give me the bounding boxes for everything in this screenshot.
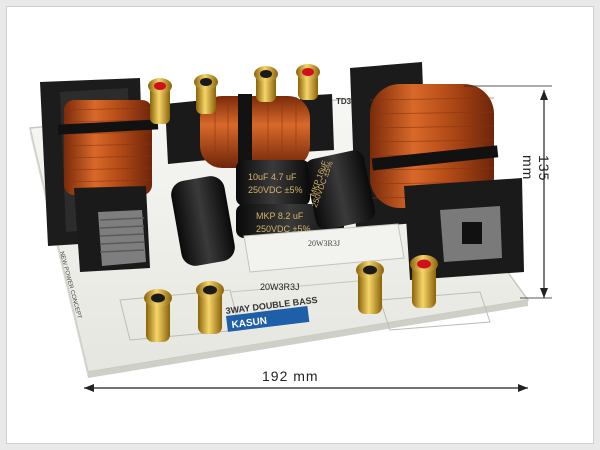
cap-1-line-1: 10uF 4.7 uF — [248, 172, 297, 182]
terminal-top-4 — [296, 64, 320, 100]
capacitor-small — [171, 176, 235, 266]
left-inductor — [40, 78, 159, 272]
terminal-top-1 — [148, 78, 172, 124]
resistor-marking: 20W3R3J — [308, 239, 340, 248]
width-dimension — [84, 384, 528, 392]
terminal-bottom-4 — [410, 255, 438, 308]
cap-2-line-1: MKP 8.2 uF — [256, 211, 304, 221]
resistor-label: 20W3R3J — [260, 282, 300, 292]
capacitor-1: 10uF 4.7 uF 250VDC ±5% — [236, 160, 310, 206]
height-dimension-label: 135 mm — [520, 155, 552, 182]
width-dimension-label: 192 mm — [262, 368, 319, 384]
terminal-bottom-1 — [144, 289, 172, 342]
model-print: TD3 — [336, 97, 352, 106]
cap-1-line-2: 250VDC ±5% — [248, 185, 302, 195]
right-inductor — [350, 62, 524, 280]
terminal-top-3 — [254, 66, 278, 102]
brand-name: KASUN — [231, 316, 268, 331]
terminal-top-2 — [194, 74, 218, 114]
brand-badge: KASUN — [225, 306, 310, 332]
power-resistor: 20W3R3J 20W3R3J — [243, 223, 405, 292]
cap-2-line-2: 250VDC ±5% — [256, 224, 310, 234]
capacitor-3: MKP 16uF 250VDC ±5% — [305, 150, 375, 230]
height-dimension — [464, 85, 552, 299]
center-inductor — [165, 94, 334, 170]
terminal-bottom-3 — [356, 261, 384, 314]
terminal-bottom-2 — [196, 281, 224, 334]
